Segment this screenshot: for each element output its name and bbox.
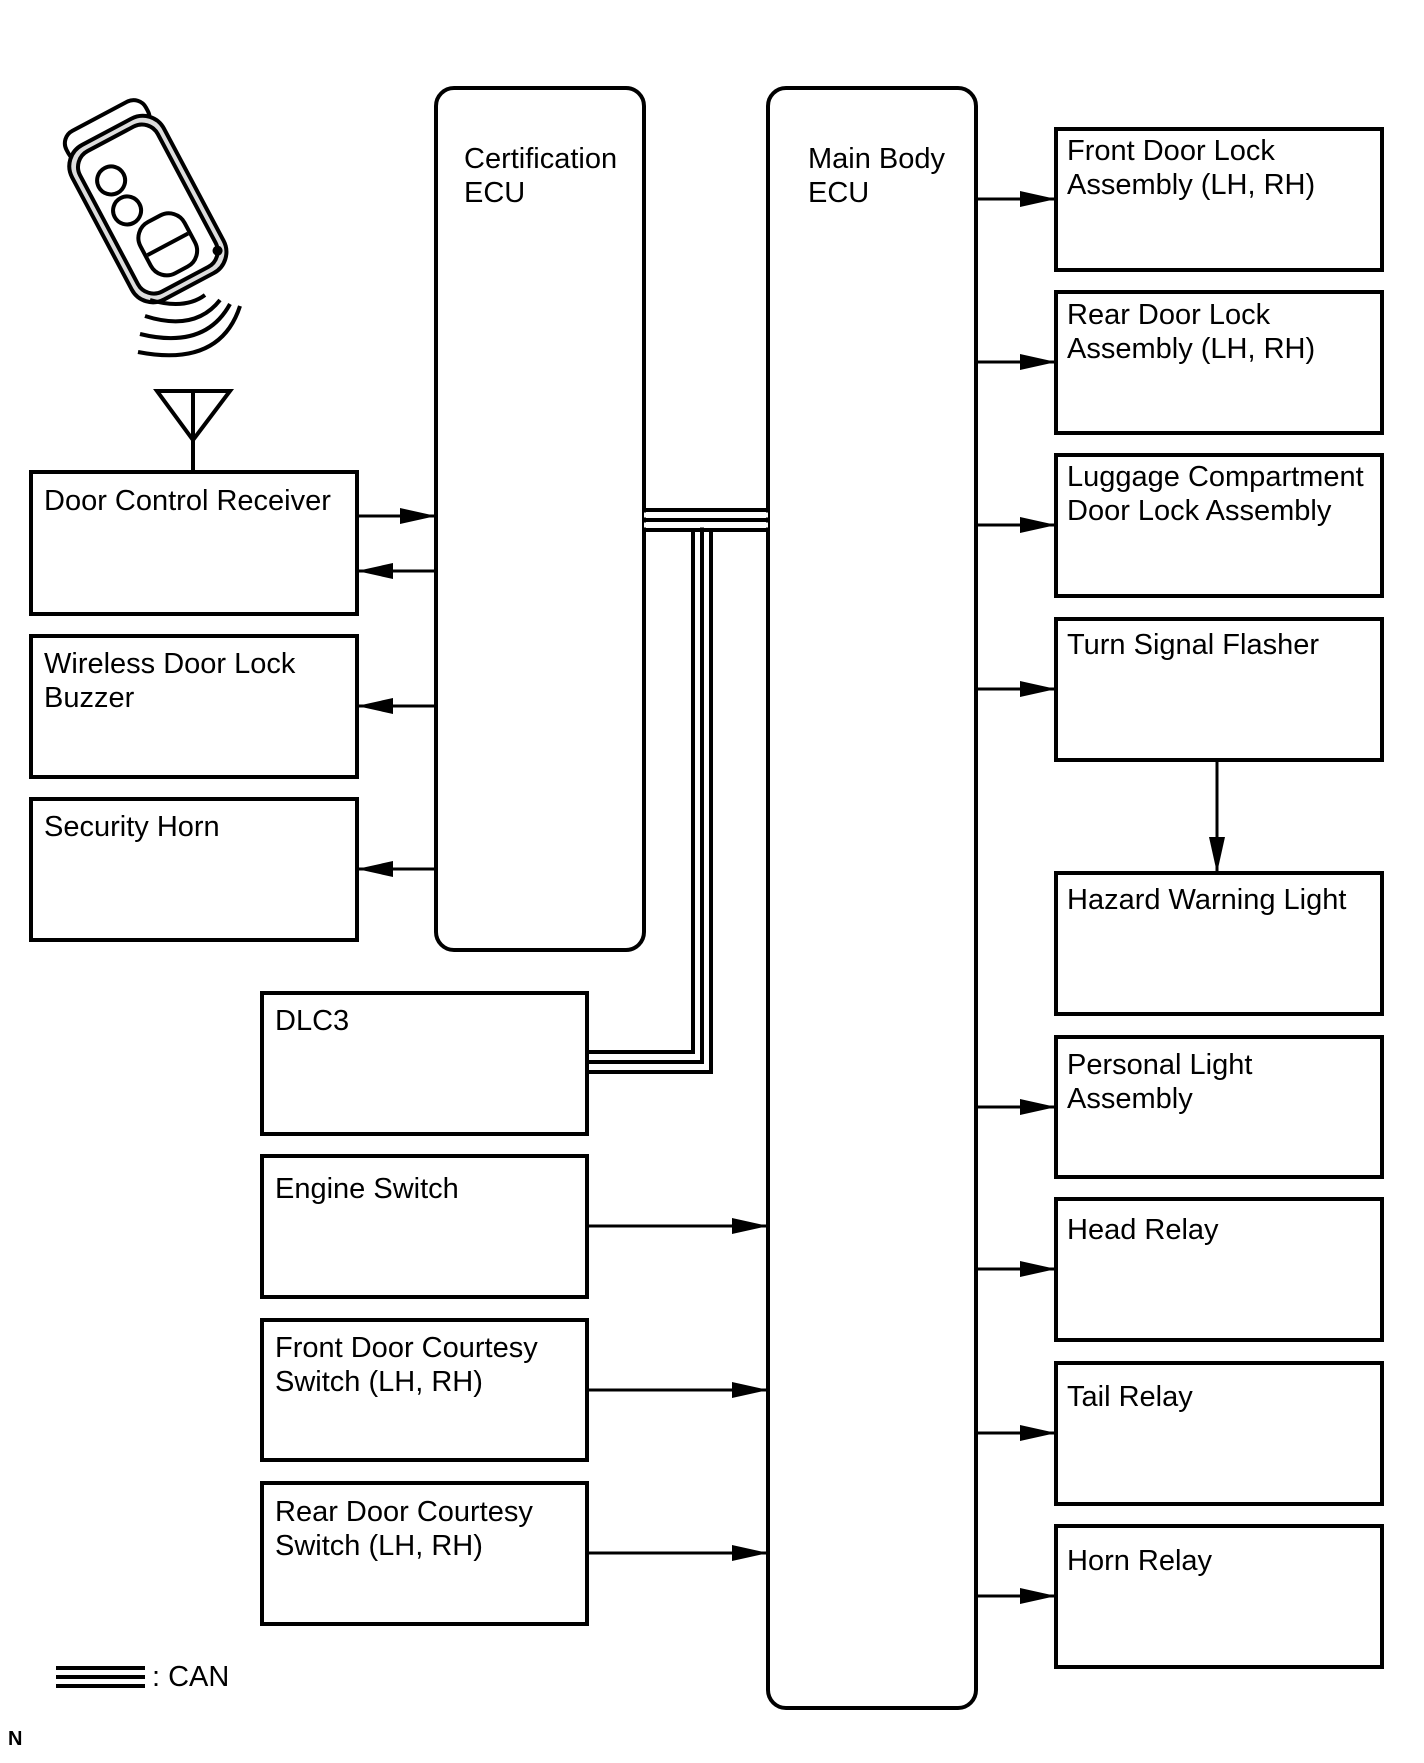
right-connections — [976, 191, 1225, 1604]
rear-door-lock-box — [1054, 290, 1384, 435]
door-control-receiver-label: Door Control Receiver — [44, 485, 331, 517]
corner-mark: N — [8, 1728, 23, 1750]
front-door-lock-box — [1054, 127, 1384, 272]
antenna-icon — [153, 389, 235, 472]
front-door-courtesy-switch-box — [260, 1318, 589, 1462]
tail-relay-label: Tail Relay — [1067, 1381, 1193, 1413]
wireless-door-lock-buzzer-label: Wireless Door Lock Buzzer — [44, 648, 296, 714]
dlc3-label: DLC3 — [275, 1005, 350, 1037]
engine-switch-label: Engine Switch — [275, 1173, 459, 1205]
main-body-ecu-label: Main Body ECU — [808, 143, 946, 209]
wireless-door-lock-buzzer-box — [29, 634, 359, 779]
hazard-warning-light-label: Hazard Warning Light — [1067, 884, 1347, 916]
main-body-ecu-box — [766, 86, 978, 1710]
luggage-door-lock-label: Luggage Compartment Door Lock Assembly — [1067, 461, 1364, 527]
dlc3-box — [260, 991, 589, 1136]
front-door-courtesy-switch-label: Front Door Courtesy Switch (LH, RH) — [275, 1332, 538, 1398]
certification-ecu-label: Certification ECU — [464, 143, 618, 209]
rear-door-lock-label: Rear Door Lock Assembly (LH, RH) — [1067, 299, 1316, 365]
horn-relay-label: Horn Relay — [1067, 1545, 1213, 1577]
left-connections — [357, 508, 768, 1561]
personal-light-label: Personal Light Assembly — [1067, 1049, 1253, 1115]
front-door-lock-label: Front Door Lock Assembly (LH, RH) — [1067, 135, 1316, 201]
turn-signal-flasher-box — [1054, 617, 1384, 762]
head-relay-label: Head Relay — [1067, 1214, 1219, 1246]
can-legend-symbol — [56, 1666, 145, 1688]
personal-light-box — [1054, 1035, 1384, 1179]
smart-key-fob-icon — [62, 98, 242, 358]
can-legend-label: : CAN — [152, 1661, 230, 1693]
door-control-receiver-box — [29, 470, 359, 616]
security-horn-label: Security Horn — [44, 811, 220, 843]
head-relay-box — [1054, 1197, 1384, 1342]
tail-relay-box — [1054, 1361, 1384, 1506]
hazard-warning-light-box — [1054, 871, 1384, 1016]
certification-ecu-box — [434, 86, 646, 952]
turn-signal-flasher-label: Turn Signal Flasher — [1067, 629, 1319, 661]
can-bus — [587, 508, 768, 1074]
rear-door-courtesy-switch-label: Rear Door Courtesy Switch (LH, RH) — [275, 1496, 533, 1562]
horn-relay-box — [1054, 1524, 1384, 1669]
